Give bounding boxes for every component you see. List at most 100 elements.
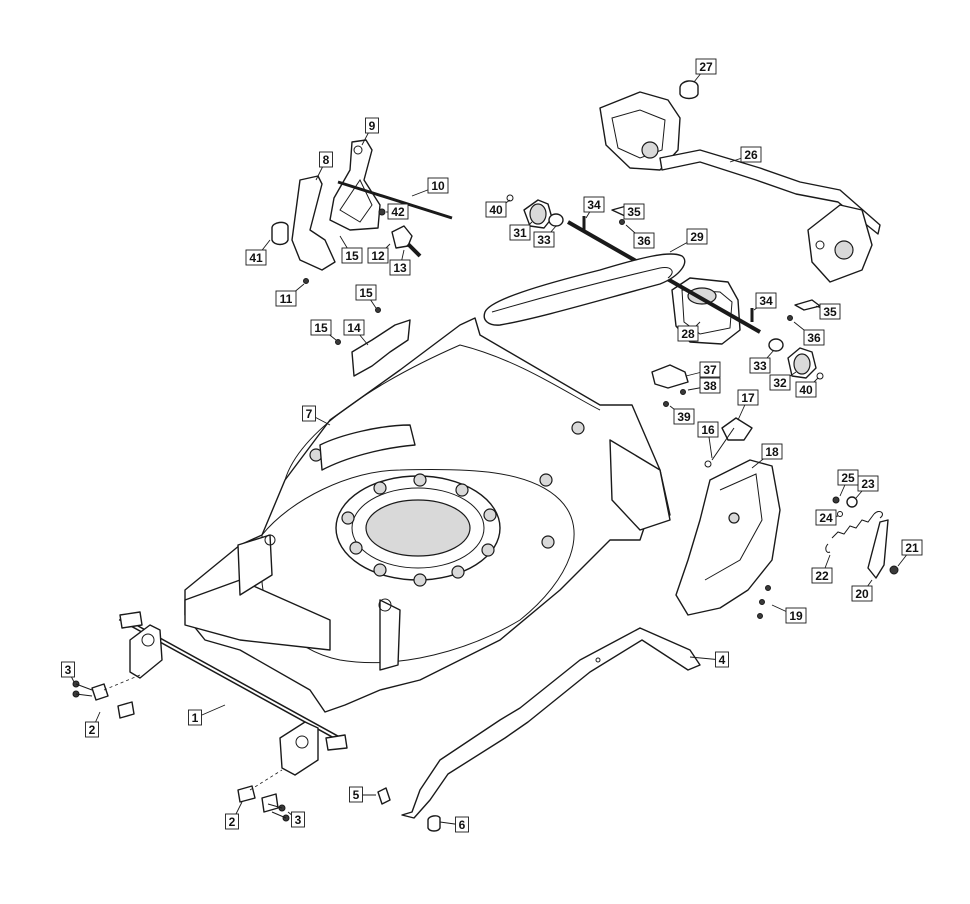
- axle-clips: [72, 674, 290, 822]
- part-label-36: 36: [625, 224, 655, 249]
- part-number: 35: [823, 305, 837, 319]
- part-number: 14: [347, 321, 361, 335]
- part-number: 10: [431, 179, 445, 193]
- rear-axle-assembly: [599, 80, 881, 283]
- part-label-8: 8: [315, 151, 333, 181]
- label-box: [455, 816, 469, 833]
- label-box: [302, 405, 316, 422]
- label-box: [761, 443, 783, 460]
- label-box: [749, 357, 771, 374]
- part-label-36: 36: [793, 321, 825, 346]
- chute-screws: [757, 585, 771, 619]
- part-number: 25: [841, 471, 855, 485]
- part-number: 26: [744, 148, 758, 162]
- part-number: 38: [703, 379, 717, 393]
- part-number: 21: [905, 541, 919, 555]
- label-box: [737, 389, 759, 406]
- part-label-34: 34: [583, 196, 605, 219]
- label-box: [633, 232, 655, 249]
- part-label-21: 21: [897, 539, 923, 567]
- label-box: [245, 249, 267, 266]
- part-number: 40: [799, 383, 813, 397]
- label-box: [677, 325, 699, 342]
- part-label-37: 37: [685, 361, 721, 378]
- part-label-33: 33: [533, 225, 557, 248]
- label-box: [795, 381, 817, 398]
- label-box: [803, 329, 825, 346]
- part-label-28: 28: [677, 321, 701, 342]
- part-number: 4: [719, 653, 726, 667]
- part-number: 11: [280, 292, 293, 306]
- part-label-39: 39: [669, 405, 695, 425]
- part-label-3: 3: [287, 811, 305, 828]
- part-label-22: 22: [811, 554, 833, 584]
- label-box: [355, 284, 377, 301]
- label-box: [367, 247, 389, 264]
- part-number: 27: [699, 60, 713, 74]
- height-adjust-lever: [271, 139, 453, 284]
- label-box: [851, 585, 873, 602]
- part-label-15: 15: [339, 235, 363, 264]
- label-box: [901, 539, 923, 556]
- front-axle: [118, 611, 348, 776]
- label-box: [819, 303, 841, 320]
- part-label-7: 7: [302, 405, 331, 426]
- part-label-2: 2: [225, 801, 243, 830]
- part-number: 35: [627, 205, 641, 219]
- label-box: [188, 709, 202, 726]
- part-number: 23: [861, 477, 875, 491]
- part-label-41: 41: [245, 239, 271, 266]
- part-number: 32: [773, 376, 787, 390]
- label-box: [61, 661, 75, 678]
- part-label-4: 4: [689, 651, 729, 668]
- part-label-18: 18: [751, 443, 783, 469]
- part-label-35: 35: [623, 203, 645, 220]
- label-box: [291, 811, 305, 828]
- label-box: [699, 377, 721, 394]
- label-box: [509, 224, 531, 241]
- label-box: [387, 203, 409, 220]
- part-label-10: 10: [411, 177, 449, 197]
- part-number: 6: [459, 818, 466, 832]
- part-label-23: 23: [855, 475, 879, 499]
- part-label-6: 6: [439, 816, 469, 833]
- part-number: 15: [359, 286, 373, 300]
- label-box: [349, 786, 363, 803]
- label-box: [755, 292, 777, 309]
- part-label-35: 35: [815, 303, 841, 320]
- part-number: 41: [249, 251, 263, 265]
- drive-belt: [483, 253, 686, 326]
- part-label-32: 32: [769, 371, 797, 391]
- part-number: 37: [703, 363, 717, 377]
- part-number: 22: [815, 569, 829, 583]
- label-box: [699, 361, 721, 378]
- label-box: [583, 196, 605, 213]
- part-label-19: 19: [771, 604, 807, 624]
- part-number: 8: [323, 153, 330, 167]
- part-number: 2: [89, 723, 96, 737]
- label-box: [485, 201, 507, 218]
- part-label-1: 1: [188, 704, 226, 726]
- part-label-9: 9: [361, 117, 379, 146]
- label-box: [811, 567, 833, 584]
- part-number: 40: [489, 203, 503, 217]
- side-discharge-chute: [675, 459, 781, 616]
- part-number: 36: [807, 331, 821, 345]
- part-number: 33: [537, 233, 551, 247]
- label-box: [533, 231, 555, 248]
- part-number: 15: [314, 321, 328, 335]
- part-label-20: 20: [851, 579, 873, 602]
- part-label-25: 25: [837, 469, 859, 497]
- part-label-26: 26: [729, 146, 762, 163]
- label-box: [715, 651, 729, 668]
- label-box: [686, 228, 708, 245]
- part-number: 39: [677, 410, 691, 424]
- part-number: 7: [306, 407, 313, 421]
- part-label-34: 34: [753, 292, 777, 311]
- part-label-40: 40: [795, 377, 819, 398]
- part-label-31: 31: [509, 221, 533, 241]
- part-label-40: 40: [485, 199, 511, 218]
- part-label-5: 5: [349, 786, 376, 803]
- label-box: [695, 58, 717, 75]
- label-box: [275, 290, 297, 307]
